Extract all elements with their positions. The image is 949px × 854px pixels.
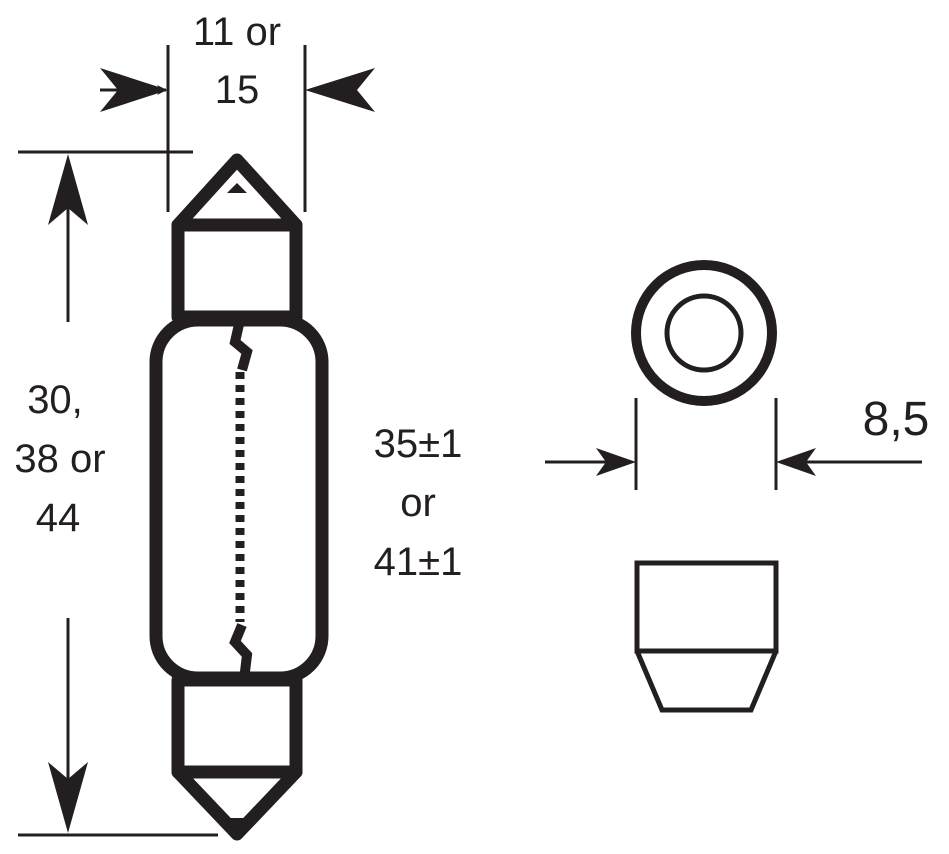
- bulb-end-view: 8,5: [545, 260, 930, 490]
- pin-length-line1: 35±1: [374, 422, 463, 466]
- arrow-right-icon: [596, 448, 636, 476]
- width-label-line2: 15: [215, 68, 260, 112]
- arrow-down-icon: [48, 762, 88, 833]
- length-label-line1: 30,: [27, 378, 83, 422]
- bottom-cap-tip: [171, 765, 303, 841]
- pin-length-line2: or: [400, 481, 436, 525]
- pin-length-label: 35±1 or 41±1: [374, 422, 463, 584]
- top-cap-inner-triangle: [227, 183, 247, 193]
- arrow-up-icon: [48, 154, 88, 225]
- width-label-line1: 11 or: [193, 10, 281, 54]
- width-dimension: 11 or 15: [100, 10, 375, 212]
- top-cap: [171, 218, 303, 324]
- bottom-cap: [171, 673, 303, 779]
- length-label-line2: 38 or: [14, 437, 105, 481]
- length-dimension: 30, 38 or 44: [14, 150, 218, 837]
- bottom-cap-inner-triangle: [227, 818, 247, 828]
- bulb-front-view: [149, 153, 329, 841]
- filament-lead-top: [229, 318, 253, 372]
- arrow-left-icon: [305, 68, 375, 112]
- arrow-right-icon: [100, 68, 168, 112]
- pin-length-line3: 41±1: [374, 540, 463, 584]
- diameter-label: 8,5: [863, 393, 930, 446]
- arrow-left-icon: [776, 448, 816, 476]
- cap-side-view: [634, 560, 779, 713]
- length-label-line3: 44: [36, 496, 81, 540]
- filament-lead-bottom: [229, 623, 253, 681]
